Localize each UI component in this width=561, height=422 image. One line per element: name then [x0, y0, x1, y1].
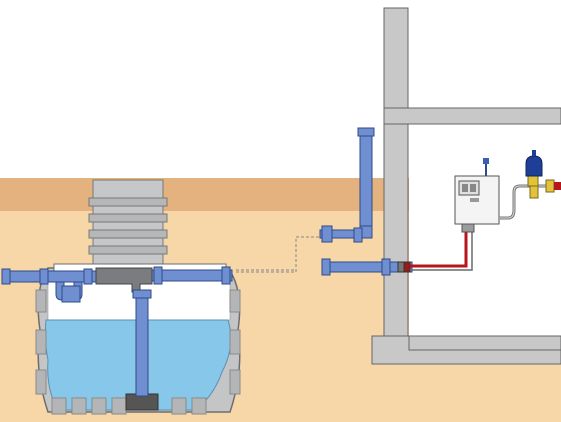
pressure-line-inner — [499, 185, 561, 219]
suction-pipe-collar — [132, 289, 152, 299]
control-unit — [454, 158, 500, 233]
downpipe — [319, 127, 375, 243]
control-cable — [410, 230, 473, 271]
buried-pipe-runs — [236, 236, 320, 273]
inlet-overflow-pipes — [1, 266, 233, 303]
wall-fittings — [397, 261, 411, 273]
pressure-vessel — [525, 150, 561, 199]
suction-pipe — [135, 289, 149, 397]
access-shaft — [88, 179, 168, 265]
